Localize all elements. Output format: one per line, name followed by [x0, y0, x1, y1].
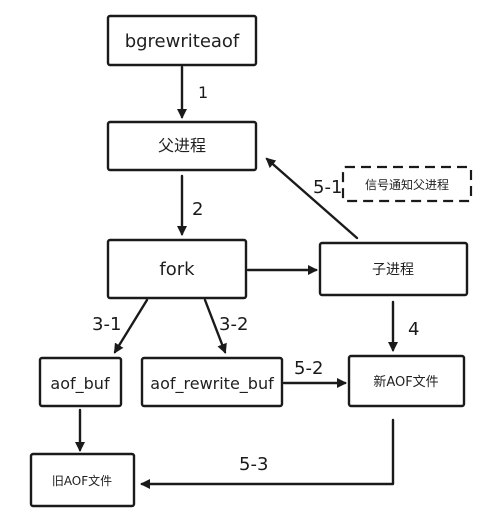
node-box-signal-parent: [341, 165, 473, 203]
node-fork: fork: [106, 238, 248, 300]
node-label-aof-buf: aof_buf: [50, 374, 110, 394]
edge-child-to-parent: [265, 157, 359, 240]
edge-labels: 1 2 3-1 3-2 4 5-1 5-2 5-3: [92, 83, 419, 475]
edge-label-4: 4: [408, 319, 419, 340]
node-label-aof-rewrite-buf: aof_rewrite_buf: [150, 374, 274, 394]
edge-label-5-1: 5-1: [313, 177, 342, 198]
edge-fork-to-aof-buf: [113, 298, 149, 354]
node-new-aof-file: 新AOF文件: [347, 354, 466, 408]
node-bgrewriteaof: bgrewriteaof: [106, 14, 258, 67]
node-box-aof-rewrite-buf: [140, 356, 284, 408]
edges: [75, 65, 398, 489]
edge-label-5-3: 5-3: [239, 454, 268, 475]
node-label-signal-parent: 信号通知父进程: [365, 177, 449, 192]
node-label-fork: fork: [159, 259, 195, 280]
node-label-new-aof-file: 新AOF文件: [373, 374, 438, 390]
node-box-child-process: [318, 241, 469, 297]
node-box-fork: [106, 238, 248, 300]
edge-label-5-2: 5-2: [294, 358, 323, 379]
node-box-bgrewriteaof: [106, 14, 258, 67]
edge-label-1: 1: [198, 83, 208, 102]
node-label-bgrewriteaof: bgrewriteaof: [125, 31, 240, 52]
node-box-old-aof-file: [29, 452, 136, 508]
node-box-parent-process: [106, 120, 258, 172]
node-signal-parent: 信号通知父进程: [341, 165, 473, 203]
edge-fork-to-aof-rewrite-buf: [203, 298, 227, 354]
edge-new-aof-to-old-aof: [140, 418, 395, 489]
edge-label-3-2: 3-2: [219, 314, 248, 335]
node-old-aof-file: 旧AOF文件: [29, 452, 136, 508]
node-box-new-aof-file: [347, 354, 466, 408]
node-parent-process: 父进程: [106, 120, 258, 172]
node-aof-rewrite-buf: aof_rewrite_buf: [140, 356, 284, 408]
node-aof-buf: aof_buf: [38, 356, 123, 408]
edge-label-3-1: 3-1: [92, 314, 121, 335]
node-box-aof-buf: [38, 356, 123, 408]
node-label-child-process: 子进程: [372, 262, 414, 278]
node-label-old-aof-file: 旧AOF文件: [52, 473, 112, 488]
edge-label-2: 2: [192, 199, 203, 220]
node-child-process: 子进程: [318, 241, 469, 297]
node-label-parent-process: 父进程: [158, 136, 206, 155]
